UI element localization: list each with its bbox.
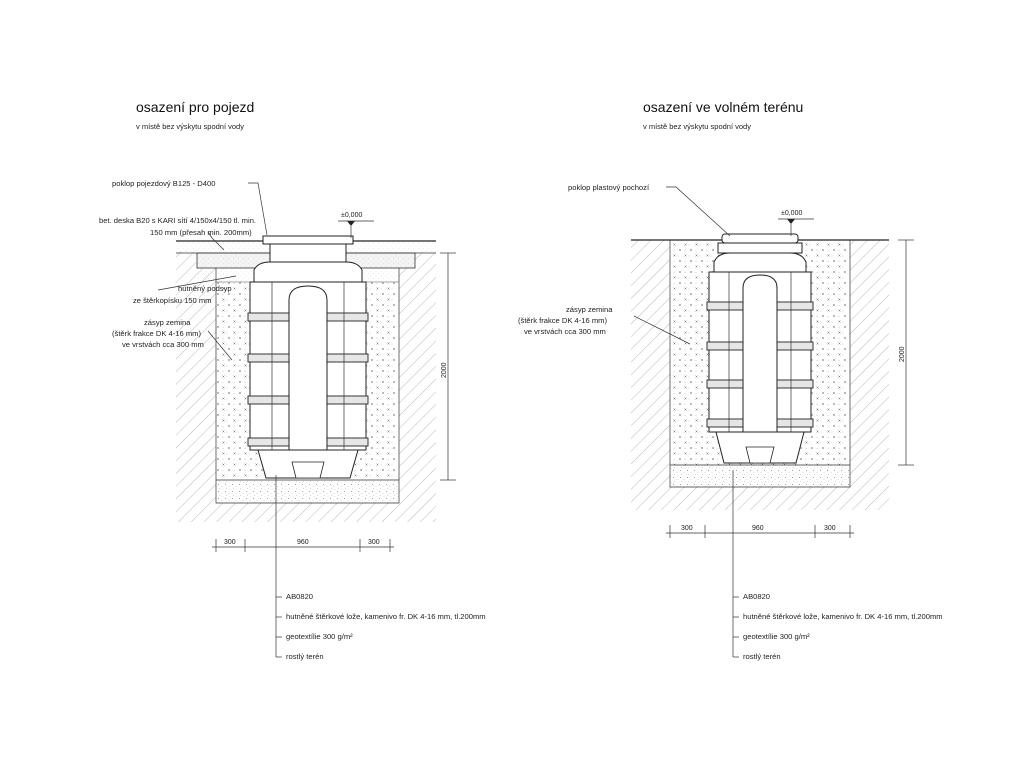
left-level-label: ±0,000 (341, 212, 362, 219)
right-manhole-tank (706, 233, 814, 464)
right-width-dimension: 300 960 300 (666, 525, 854, 538)
right-width-300b: 300 (824, 525, 836, 532)
left-level-marker: ±0,000 (338, 212, 374, 238)
left-width-300a: 300 (224, 539, 236, 546)
left-callout-backfill-2: (štěrk frakce DK 4-16 mm) (112, 329, 202, 338)
right-gravel-bed (670, 465, 850, 487)
right-native-soil (631, 240, 889, 510)
left-width-dimension: 300 960 300 (212, 539, 394, 552)
left-callouts: poklop pojezdový B125 - D400 bet. deska … (99, 179, 268, 361)
left-legend: AB0820 hutněné štěrkové lože, kamenivo f… (275, 475, 486, 661)
left-legend-item-1: AB0820 (286, 592, 313, 601)
right-width-300a: 300 (681, 525, 693, 532)
left-manhole-tank (247, 235, 369, 479)
right-callout-backfill-3: ve vrstvách cca 300 mm (524, 327, 606, 336)
left-title: osazení pro pojezd (136, 99, 254, 115)
right-level-label: ±0,000 (781, 210, 802, 217)
right-depth-label: 2000 (899, 346, 906, 362)
right-callout-backfill-1: zásyp zemina (566, 305, 613, 314)
left-legend-item-3: geotextílie 300 g/m² (286, 632, 353, 641)
right-callout-backfill-2: (štěrk frakce DK 4-16 mm) (518, 316, 608, 325)
left-legend-item-4: rostlý terén (286, 652, 324, 661)
right-detail: osazení ve volném terénu v místě bez výs… (518, 99, 943, 661)
right-title: osazení ve volném terénu (643, 99, 803, 115)
left-width-960: 960 (297, 539, 309, 546)
left-detail: osazení pro pojezd v místě bez výskytu s… (99, 99, 486, 661)
left-callout-backfill-3: ve vrstvách cca 300 mm (122, 340, 204, 349)
left-depth-dimension: 2000 (440, 252, 456, 481)
right-legend-item-4: rostlý terén (743, 652, 781, 661)
right-callout-cover: poklop plastový pochozí (568, 183, 650, 192)
left-callout-cover: poklop pojezdový B125 - D400 (112, 179, 215, 188)
right-depth-dimension: 2000 (898, 239, 914, 466)
left-callout-slab-1: bet. deska B20 s KARI sítí 4/150x4/150 t… (99, 216, 256, 225)
left-subtitle: v místě bez výskytu spodní vody (136, 122, 244, 131)
left-callout-subbase-2: ze štěrkopísku 150 mm (133, 296, 212, 305)
left-gravel-bed (216, 480, 399, 503)
right-legend-item-1: AB0820 (743, 592, 770, 601)
right-level-marker: ±0,000 (778, 210, 814, 236)
left-callout-slab-2: 150 mm (přesah min. 200mm) (150, 228, 252, 237)
left-width-300b: 300 (368, 539, 380, 546)
right-callouts: poklop plastový pochozí zásyp zemina (št… (518, 183, 731, 345)
left-callout-subbase-1: hutněný podsyp (178, 284, 232, 293)
left-depth-label: 2000 (441, 362, 448, 378)
right-subtitle: v místě bez výskytu spodní vody (643, 122, 751, 131)
left-callout-backfill-1: zásyp zemina (144, 318, 191, 327)
right-width-960: 960 (752, 525, 764, 532)
right-legend-item-2: hutněné štěrkové lože, kamenivo fr. DK 4… (743, 612, 943, 621)
left-legend-item-2: hutněné štěrkové lože, kamenivo fr. DK 4… (286, 612, 486, 621)
right-legend-item-3: geotextílie 300 g/m² (743, 632, 810, 641)
right-legend: AB0820 hutněné štěrkové lože, kamenivo f… (732, 470, 943, 661)
